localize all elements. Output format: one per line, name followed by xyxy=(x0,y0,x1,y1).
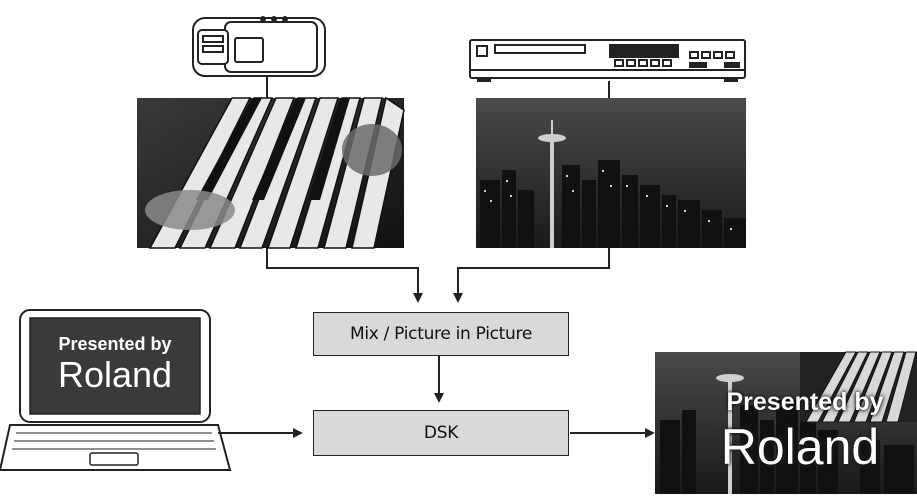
output-overlay-line2: Roland xyxy=(720,419,880,475)
output-image xyxy=(655,351,917,494)
piano-image xyxy=(137,96,405,249)
skyline-to-mix-arrow xyxy=(453,248,610,303)
mix-pip-box: Mix / Picture in Picture xyxy=(313,312,569,356)
laptop-icon xyxy=(0,309,232,471)
skyline-image xyxy=(476,98,746,248)
pip-window xyxy=(800,351,917,423)
dsk-box: DSK xyxy=(313,410,569,456)
output-overlay-line1: Presented by xyxy=(726,388,884,416)
laptop-screen-line2: Roland xyxy=(57,354,173,395)
bd-player-icon xyxy=(469,39,746,82)
camcorder-icon xyxy=(192,16,326,77)
piano-to-mix-arrow xyxy=(266,248,423,303)
laptop-screen-line1: Presented by xyxy=(58,334,172,354)
